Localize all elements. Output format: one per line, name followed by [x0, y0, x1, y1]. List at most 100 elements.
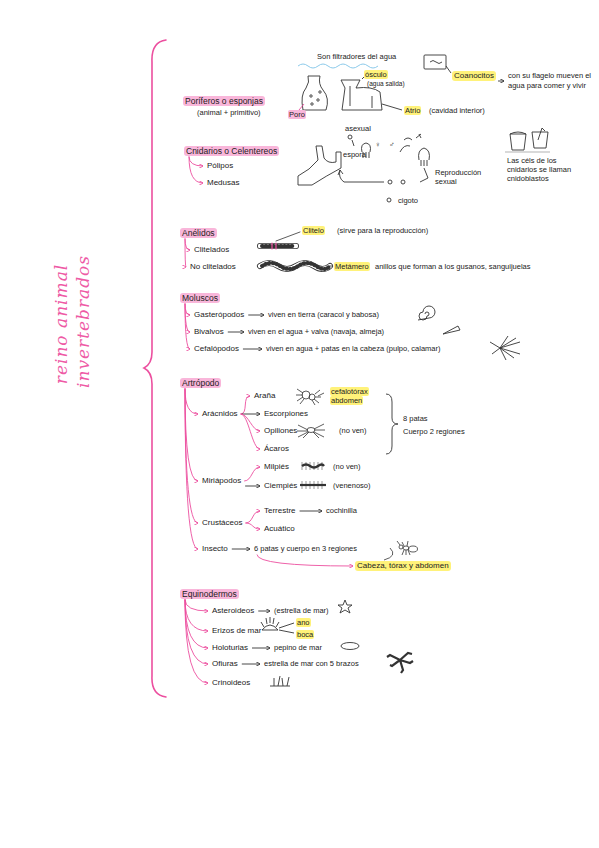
node-text: Crinoideos: [212, 678, 250, 687]
node-text: Anélidos: [182, 228, 215, 238]
concept-node: con su flagelo mueven el agua para comer…: [506, 71, 598, 91]
annotation-label: cigoto: [397, 196, 419, 205]
node-text: Holoturias: [212, 643, 248, 652]
drawing-stroke: [260, 263, 330, 269]
concept-node: Clitelados: [192, 245, 231, 255]
annotation-label: Metámero: [334, 262, 370, 271]
drawing-stroke: [418, 306, 435, 320]
drawing-stroke: [419, 148, 430, 166]
annotation-label: anillos que forman a los gusanos, sangui…: [374, 262, 532, 271]
echinoderm-drawing: [261, 600, 413, 686]
concept-node: Araña: [252, 391, 277, 401]
concept-node: Ofiuras: [210, 659, 240, 669]
branch-arrow: [245, 523, 260, 529]
main-brace: [144, 40, 166, 697]
concept-node: Cefalópodos: [192, 344, 241, 354]
annotation-label: ♂: [388, 140, 396, 149]
branch-arrow: [241, 396, 250, 414]
drawing-stroke: [298, 64, 378, 68]
concept-node: Acuático: [262, 524, 297, 534]
node-text: cochinilla: [326, 506, 357, 515]
drawing-stroke: [340, 170, 385, 182]
drawing-stroke: [387, 198, 391, 202]
drawing-stroke: [279, 623, 294, 633]
annotation-label: 8 patas: [402, 414, 429, 423]
drawing-stroke: [298, 146, 341, 185]
drawing-stroke: [276, 232, 300, 241]
branch-arrow: [498, 81, 504, 82]
branch-arrow: [185, 600, 208, 665]
node-text: Coanocitos: [454, 71, 494, 80]
drawing-stroke: [350, 86, 372, 108]
concept-node: Ácaros: [262, 444, 291, 454]
branch-arrow: [185, 600, 208, 684]
drawing-stroke: [387, 653, 413, 673]
concept-node: Insecto: [200, 544, 230, 554]
node-text: Ácaros: [264, 444, 289, 453]
category-node: Equinodermos: [180, 589, 239, 599]
branch-arrow: [244, 467, 260, 481]
annotation-label: (venenoso): [332, 481, 372, 490]
drawing-stroke: [443, 326, 460, 334]
branch-arrow: [185, 304, 190, 350]
branch-arrow: [243, 349, 262, 350]
drawing-stroke: [262, 244, 294, 248]
drawing-stroke: [430, 61, 442, 64]
category-node: Artrópodo: [180, 378, 221, 388]
branch-arrow: [185, 389, 198, 550]
drawing-stroke: [261, 617, 279, 627]
node-text: estrella de mar con 5 brazos: [264, 659, 359, 668]
node-text: viven en agua + patas en la cabeza (pulp…: [266, 344, 441, 353]
annotation-label: Poro: [288, 110, 306, 119]
node-text: Gasterópodos: [194, 310, 244, 319]
drawing-stroke: [319, 91, 321, 93]
category-node: Cnidarios o Celentereos: [184, 146, 279, 156]
node-text: Poríferos o esponjas: [185, 96, 263, 106]
drawing-stroke: [532, 128, 548, 148]
annotation-label: Clitelo: [302, 226, 325, 235]
branch-arrow: [228, 332, 244, 333]
node-text: con su flagelo mueven el agua para comer…: [508, 71, 591, 90]
node-text: Acuático: [264, 524, 295, 533]
drawing-stroke: [260, 244, 296, 248]
branch-arrow: [258, 611, 270, 612]
drawing-stroke: [338, 170, 343, 175]
drawing-stroke: [302, 465, 324, 468]
annotation-label: (agua salida): [366, 79, 406, 88]
drawing-stroke: [382, 104, 402, 110]
drawing-stroke: [317, 99, 319, 101]
node-text: Erizos de mar: [212, 626, 261, 635]
sponge-drawing: [298, 55, 451, 110]
node-text: Pólipos: [207, 161, 233, 170]
annotation-label: ♀: [374, 140, 382, 149]
branch-arrow: [242, 664, 260, 665]
drawing-stroke: [505, 152, 550, 153]
branch-arrow: [185, 600, 208, 632]
branch-arrow: [185, 389, 198, 524]
concept-node: Escorpiones: [262, 409, 310, 419]
drawing-stroke: [144, 40, 166, 697]
concept-node: Opiliones: [262, 426, 299, 436]
node-text: viven en tierra (caracol y babosa): [268, 310, 379, 319]
drawing-stroke: [401, 180, 405, 184]
node-text: Equinodermos: [182, 589, 237, 599]
page-title: reino animal invertebrados: [50, 260, 94, 388]
drawing-stroke: [420, 168, 428, 182]
drawing-stroke: [397, 541, 410, 555]
arthropod-drawing: [296, 389, 418, 560]
drawing-stroke: [326, 266, 332, 267]
drawing-stroke: [272, 243, 276, 249]
annotation-label: espora: [342, 150, 367, 159]
node-text: Medusas: [207, 178, 239, 187]
drawing-stroke: [386, 394, 398, 454]
category-node: Moluscos: [180, 293, 220, 303]
annotation-label: (no ven): [338, 426, 368, 435]
node-text: Milpiés: [264, 462, 289, 471]
annotation-label: (no ven): [332, 462, 362, 471]
drawing-stroke: [311, 103, 313, 105]
node-text: (estrella de mar): [274, 606, 329, 615]
drawing-stroke: [388, 180, 392, 184]
annotation-label: ósculo: [364, 70, 388, 79]
